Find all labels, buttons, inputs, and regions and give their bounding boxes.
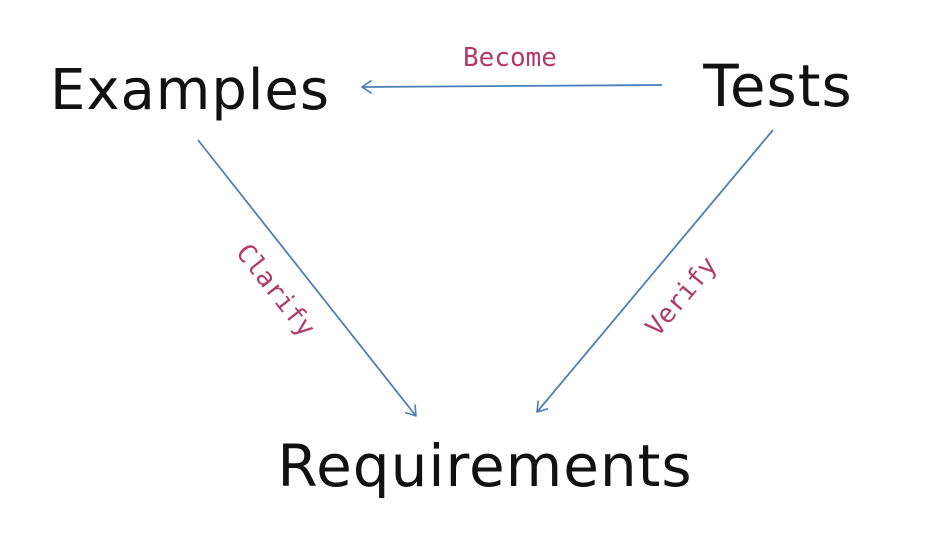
node-tests: Tests (702, 52, 852, 120)
edge-label-verify: Verify (640, 251, 723, 342)
node-requirements: Requirements (277, 432, 692, 500)
edge-label-become: Become (463, 43, 557, 73)
become-arrow (361, 80, 663, 94)
clarify-arrow (197, 139, 417, 417)
edge-label-clarify: Clarify (229, 238, 320, 343)
node-examples: Examples (50, 58, 330, 123)
verify-arrow (536, 129, 774, 413)
